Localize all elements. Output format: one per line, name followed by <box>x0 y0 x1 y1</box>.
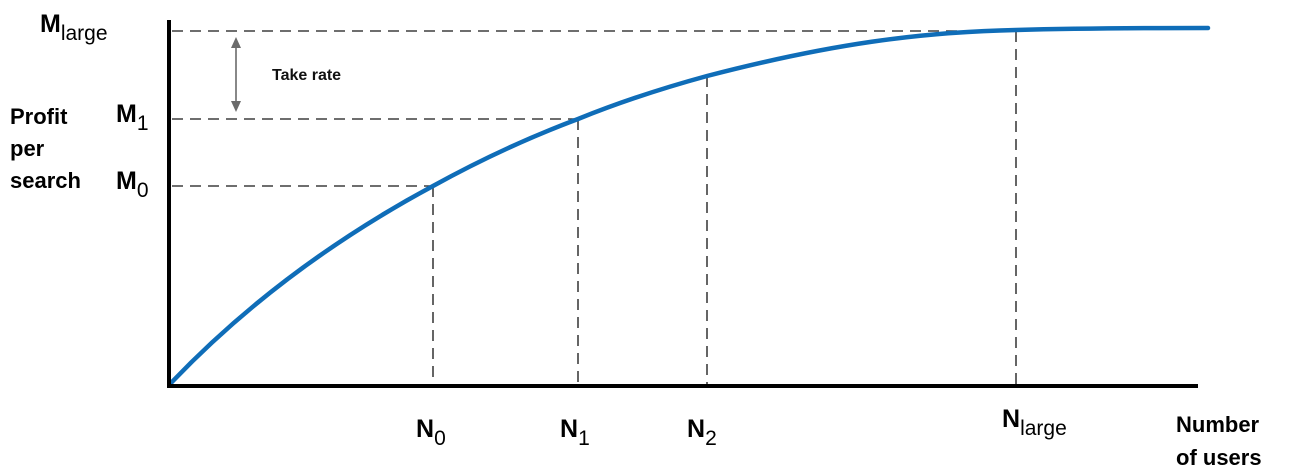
x-level-n0-sub: 0 <box>434 427 446 450</box>
x-level-n2-main: N <box>687 415 705 443</box>
y-axis-label-line-2: per <box>10 136 45 161</box>
x-level-n1-sub: 1 <box>578 427 590 450</box>
y-level-m0-main: M <box>116 167 137 195</box>
x-axis-label-line-2: of users <box>1176 445 1262 470</box>
x-level-n0: N0 <box>416 415 446 450</box>
y-level-m1-main: M <box>116 100 137 128</box>
y-level-m-large: Mlarge <box>40 10 108 45</box>
x-axis-label-line-1: Number <box>1176 412 1260 437</box>
y-axis-label-line-3: search <box>10 168 81 193</box>
take-rate-label: Take rate <box>272 67 341 84</box>
x-level-n2-sub: 2 <box>705 427 717 450</box>
x-level-n1-main: N <box>560 415 578 443</box>
y-level-m0-sub: 0 <box>137 179 149 202</box>
x-level-n-large-main: N <box>1002 405 1020 433</box>
profit-curve <box>167 25 1211 387</box>
x-level-n0-main: N <box>416 415 434 443</box>
x-level-n-large: Nlarge <box>1002 405 1067 440</box>
y-level-m-large-sub: large <box>61 22 108 45</box>
y-level-m0: M0 <box>116 167 149 202</box>
y-level-m1: M1 <box>116 100 149 135</box>
y-level-m-large-main: M <box>40 10 61 38</box>
x-level-n2: N2 <box>687 415 717 450</box>
x-level-n-large-sub: large <box>1020 417 1067 440</box>
y-axis-label-line-1: Profit <box>10 104 68 129</box>
x-level-n1: N1 <box>560 415 590 450</box>
y-level-m1-sub: 1 <box>137 112 149 135</box>
take-rate-arrow <box>231 37 241 112</box>
